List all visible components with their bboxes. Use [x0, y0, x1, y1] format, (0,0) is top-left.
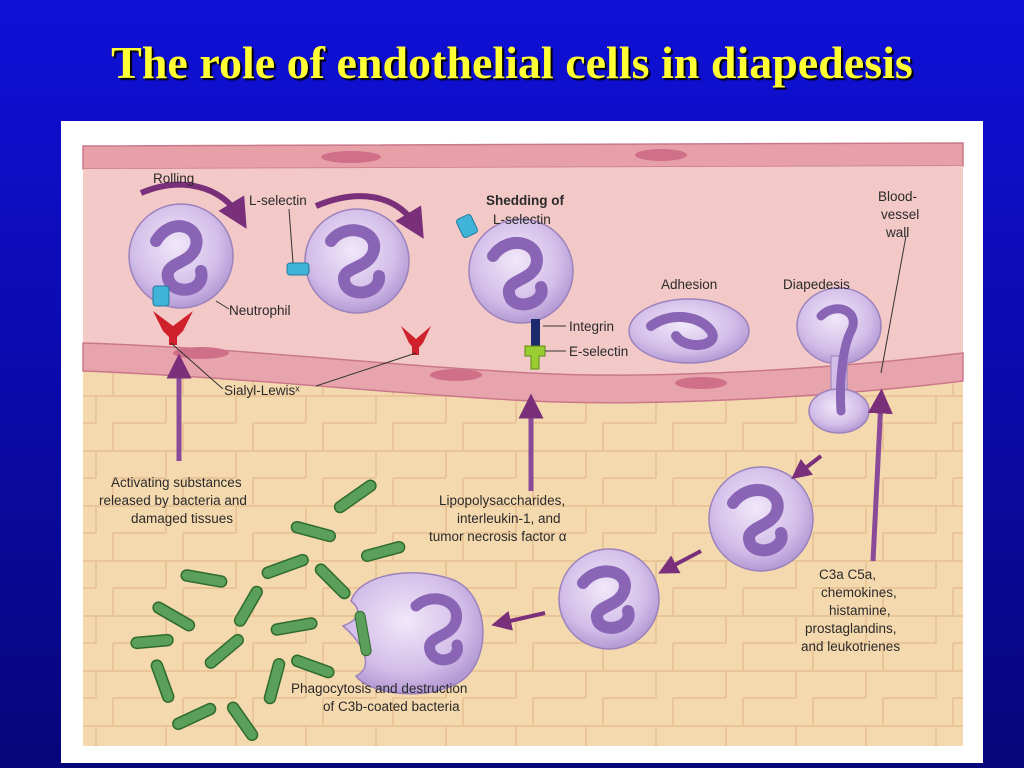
label-activating-3: damaged tissues — [131, 511, 233, 526]
slide-title: The role of endothelial cells in diapede… — [111, 37, 913, 88]
neutrophil-diapedesis — [796, 287, 882, 434]
label-activating-2: released by bacteria and — [99, 493, 247, 508]
l-selectin-marker-1 — [152, 285, 170, 307]
e-selectin-marker — [524, 345, 546, 370]
label-adhesion: Adhesion — [661, 277, 717, 292]
vessel-lower-wall — [82, 342, 964, 404]
label-lps-3: tumor necrosis factor α — [429, 529, 567, 544]
neutrophil-migrating-2 — [558, 548, 660, 650]
neutrophil-phagocytosing — [341, 572, 484, 695]
label-activating-1: Activating substances — [111, 475, 242, 490]
label-c3a-1: C3a C5a, — [819, 567, 876, 582]
label-c3a-5: and leukotrienes — [801, 639, 900, 654]
sialyl-lewis-receptor-1 — [153, 311, 193, 341]
neutrophil-rolling-1 — [128, 203, 234, 309]
migration-arrow-3 — [491, 611, 546, 631]
label-c3a-3: histamine, — [829, 603, 891, 618]
neutrophil-integrin — [468, 218, 574, 324]
diagram-figure: Rolling L-selectin Neutrophil Sialyl-Lew… — [61, 121, 983, 763]
label-shedding-1: Shedding of — [486, 193, 564, 208]
label-phago-1: Phagocytosis and destruction — [291, 681, 467, 696]
rolling-arrow-1 — [139, 181, 247, 229]
signal-arrow-c3a — [867, 388, 893, 562]
label-c3a-4: prostaglandins, — [805, 621, 897, 636]
diapedesis-illustration: Rolling L-selectin Neutrophil Sialyl-Lew… — [82, 142, 964, 746]
label-integrin: Integrin — [569, 319, 614, 334]
l-selectin-shed — [456, 214, 478, 238]
label-rolling: Rolling — [153, 171, 194, 186]
integrin-marker — [531, 319, 540, 349]
neutrophil-rolling-2 — [304, 208, 410, 314]
bacteria-cluster — [130, 479, 406, 742]
label-diapedesis: Diapedesis — [783, 277, 850, 292]
label-l-selectin: L-selectin — [249, 193, 307, 208]
label-lps-1: Lipopolysaccharides, — [439, 493, 565, 508]
vessel-upper-wall — [82, 142, 964, 170]
neutrophil-migrating-1 — [708, 466, 814, 572]
label-vessel-3: wall — [885, 225, 909, 240]
label-lps-2: interleukin-1, and — [457, 511, 561, 526]
migration-arrow-2 — [658, 549, 702, 574]
label-e-selectin: E-selectin — [569, 344, 628, 359]
label-vessel-2: vessel — [881, 207, 919, 222]
label-c3a-2: chemokines, — [821, 585, 897, 600]
label-vessel-1: Blood- — [878, 189, 917, 204]
migration-arrow-1 — [791, 454, 823, 480]
rolling-arrow-2 — [314, 193, 424, 239]
label-neutrophil: Neutrophil — [229, 303, 291, 318]
neutrophil-adhesion — [628, 298, 750, 364]
l-selectin-marker-2 — [286, 262, 310, 276]
label-shedding-2: L-selectin — [493, 212, 551, 227]
label-sialyl-lewis: Sialyl-Lewisˣ — [224, 383, 300, 398]
label-phago-2: of C3b-coated bacteria — [323, 699, 460, 714]
